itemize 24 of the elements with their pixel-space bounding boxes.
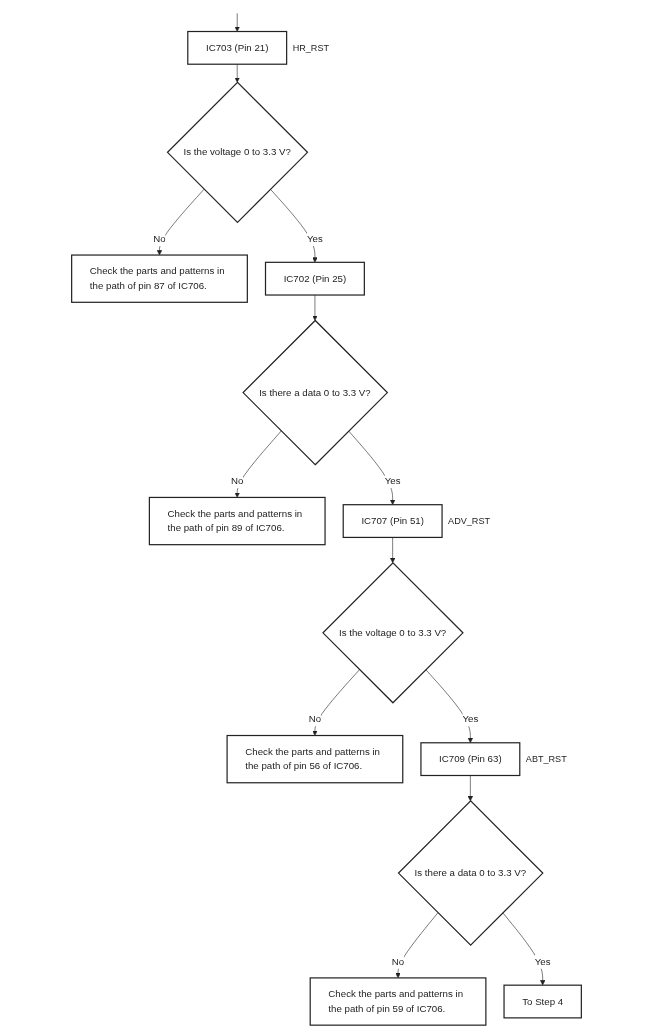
- node-box: [309, 977, 487, 1026]
- node-box: [420, 742, 521, 777]
- edge-label: No: [391, 956, 405, 967]
- node-box: [503, 984, 582, 1019]
- node-box: [187, 30, 288, 65]
- node-diamond: [322, 562, 464, 704]
- edge-label: Yes: [534, 956, 551, 967]
- node-box: [342, 504, 443, 538]
- signal-name: ADV_RST: [448, 516, 490, 527]
- edge-label: Yes: [462, 713, 479, 724]
- edge-label: No: [153, 233, 166, 244]
- edge-label: No: [231, 475, 244, 486]
- node-box: [264, 261, 365, 296]
- signal-name: HR_RST: [292, 42, 329, 53]
- node-diamond: [397, 800, 544, 947]
- edge-label: Yes: [307, 233, 323, 244]
- edge-label: Yes: [384, 475, 401, 486]
- node-diamond: [242, 319, 389, 466]
- node-diamond: [166, 81, 309, 224]
- edge-label: No: [308, 713, 322, 724]
- node-box: [148, 496, 326, 546]
- node-box: [71, 254, 248, 303]
- signal-name: ABT_RST: [525, 754, 567, 765]
- node-box: [226, 734, 404, 784]
